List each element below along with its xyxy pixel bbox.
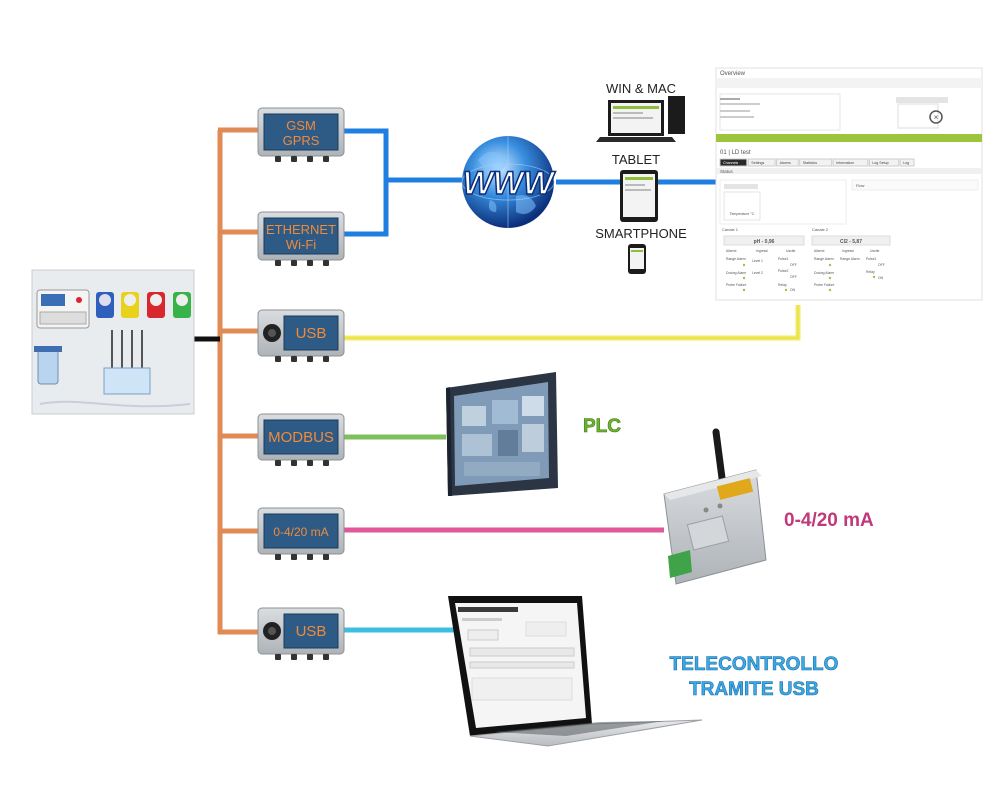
module-label: USB (296, 623, 327, 640)
web-ch2-dosing: Dosing Alarm (814, 271, 834, 275)
interface-module: USB (257, 607, 345, 660)
web-channel2-title: Canale 2 (812, 227, 829, 232)
module-label: 0-4/20 mA (273, 525, 328, 539)
web-tab (776, 158, 799, 167)
web-ch1-level2: Level 2 (752, 271, 763, 275)
analog-output-device: 0-4/20 mA (663, 428, 874, 585)
interface-module: MODBUS (257, 413, 345, 466)
pump-red (147, 292, 165, 318)
monitor-icon (668, 96, 685, 134)
web-ch1-range: Range Alarm (726, 257, 746, 261)
web-tab-label: Alarms (780, 161, 791, 165)
web-section-title: 01 | LD test (720, 150, 751, 156)
plc-hmi-panel: PLC (446, 372, 622, 496)
pump-green (173, 292, 191, 318)
client-devices: WIN & MAC TABLET SMARTPHONE (595, 81, 687, 274)
web-ch2-probe: Probe Failure (814, 283, 834, 287)
web-tab (868, 158, 900, 167)
win-mac-label: WIN & MAC (606, 81, 676, 96)
plc-label: PLC (583, 416, 621, 437)
web-overview-title: Overview (720, 71, 746, 77)
module-label-line2: Wi-Fi (286, 237, 316, 252)
web-ch1-off1: OFF (790, 263, 797, 267)
telecontrol-line1: TELECONTROLLO (670, 654, 839, 675)
module-label-line2: GPRS (283, 133, 320, 148)
module-label-line1: ETHERNET (266, 222, 336, 237)
web-ph-value: pH - 0,96 (754, 239, 775, 245)
cables (193, 127, 801, 635)
tablet-label: TABLET (612, 152, 660, 167)
web-flow-label: Flow (856, 183, 865, 188)
pump-yellow (121, 292, 139, 318)
telecontrol-line2: TRAMITE USB (689, 679, 819, 700)
laptop-usb-client: TELECONTROLLO TRAMITE USB (448, 596, 839, 747)
web-ch1-inputs: Ingressi (756, 249, 768, 253)
interface-module: 0-4/20 mA (257, 507, 345, 560)
web-tab (799, 158, 833, 167)
tablet-icon (620, 170, 658, 222)
web-ch1-level1: Level 1 (752, 259, 763, 263)
internet-globe: WWW (461, 136, 557, 228)
web-ch2-relay: Relay (866, 270, 875, 274)
web-dashboard-preview: Overview × 01 | LD test Channels Settings… (715, 67, 983, 301)
web-tab-label: Information (836, 161, 854, 165)
web-ch2-off: OFF (878, 263, 885, 267)
backbone-cable (217, 127, 262, 635)
web-channel1-title: Canale 1 (722, 227, 739, 232)
web-tab (747, 158, 776, 167)
www-label: WWW (463, 165, 556, 201)
interface-module: USB (257, 309, 345, 362)
web-tab (899, 158, 915, 167)
web-tab-label: Channels (723, 161, 738, 165)
web-ch2-alarms: Allarmi (814, 249, 825, 253)
web-status-title: Status (720, 169, 734, 174)
dosing-panel (31, 269, 195, 415)
web-ch1-probe: Probe Failure (726, 283, 746, 287)
web-tab-label: Log (903, 161, 909, 165)
ma-label: 0-4/20 mA (784, 510, 874, 531)
web-ch2-on: ON (878, 276, 884, 280)
pump-blue (96, 292, 114, 318)
module-label: MODBUS (268, 429, 334, 446)
web-ch1-dosing: Dosing Alarm (726, 271, 746, 275)
web-ch2-outputs: Uscite (870, 249, 880, 253)
web-ch1-alarms: Allarmi (726, 249, 737, 253)
usb-cable (344, 305, 801, 341)
web-ch2-pulse1: Pulse1 (866, 257, 876, 261)
web-cl-value: Cl2 - 5,87 (840, 239, 862, 245)
web-tab-label: Settings (751, 161, 764, 165)
web-ch1-off2: OFF (790, 275, 797, 279)
web-ch1-pulse1: Pulse1 (778, 257, 788, 261)
module-label-line1: GSM (286, 118, 316, 133)
web-tab-label: Statistics (803, 161, 818, 165)
web-ch1-on: ON (790, 288, 796, 292)
web-ch2-range: Range Alarm (814, 257, 834, 261)
web-ch1-relay: Relay (778, 283, 787, 287)
svg-text:×: × (934, 113, 939, 122)
laptop-small-icon (596, 100, 676, 142)
web-ch1-pulse2: Pulse2 (778, 269, 788, 273)
web-tab-label: Log Setup (872, 161, 888, 165)
smartphone-label: SMARTPHONE (595, 226, 687, 241)
web-ch2-range2: Range Alarm (840, 257, 860, 261)
web-temperature-label: Temperature °C (730, 212, 755, 216)
web-tab (719, 158, 748, 167)
smartphone-icon (628, 244, 646, 274)
web-tab (832, 158, 869, 167)
web-tab-bar: Channels Settings Alarms Statistics Informat… (719, 158, 915, 167)
web-ch2-inputs: Ingressi (842, 249, 854, 253)
module-label: USB (296, 325, 327, 342)
web-ch1-outputs: Uscite (786, 249, 796, 253)
